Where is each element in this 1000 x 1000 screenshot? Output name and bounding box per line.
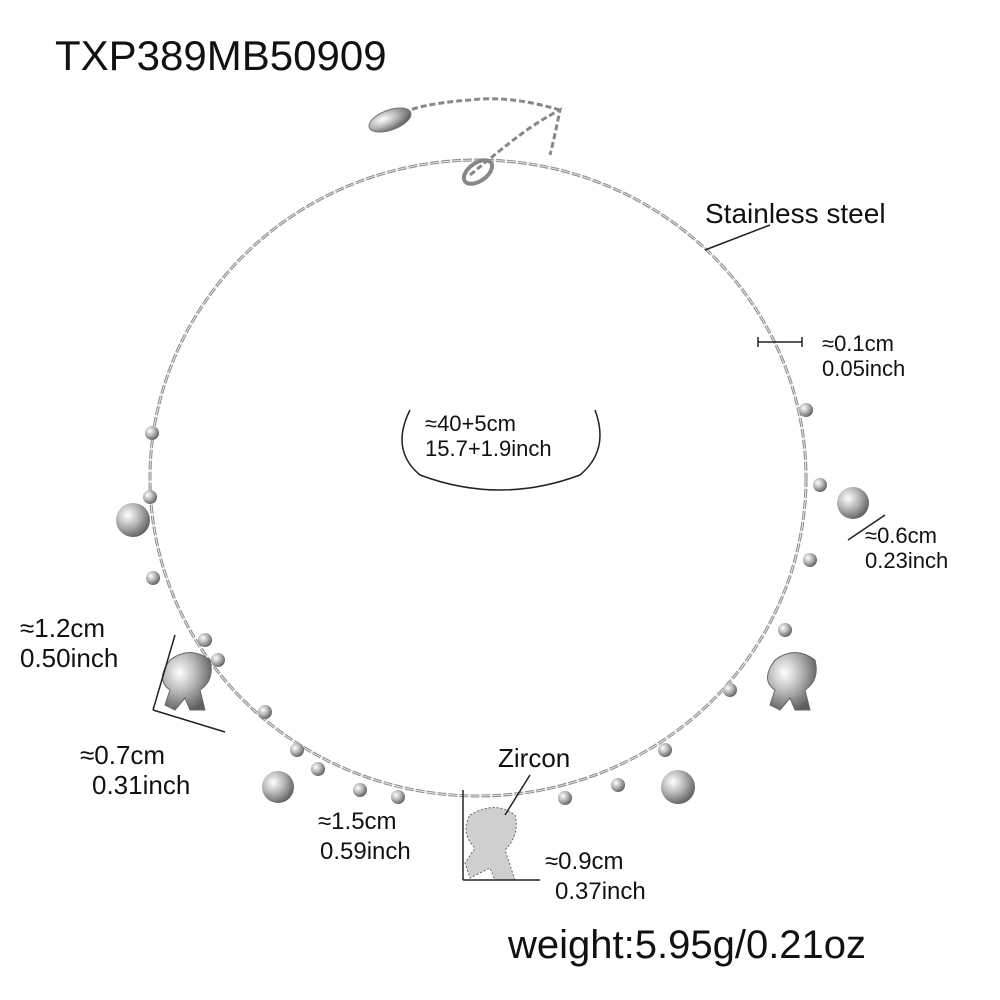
bell-size-cm: ≈0.6cm [865,523,937,548]
chain-width-inch: 0.05inch [822,356,906,381]
bell-size-inch: 0.23inch [865,548,949,573]
product-code: TXP389MB50909 [55,32,387,79]
chain-bead [799,403,813,417]
extender-chain [368,97,563,186]
chain-bead [198,633,212,647]
bell-charms [116,487,869,804]
weight-label: weight:5.95g/0.21oz [508,923,867,967]
dog-charms [162,652,817,711]
zircon-height-inch: 0.59inch [320,838,411,865]
chain-bead [290,743,304,757]
chain [148,158,808,798]
chain-bead [813,478,827,492]
chain-bead [145,426,159,440]
chain-bead [778,623,792,637]
chain-bead [803,553,817,567]
zircon-dog-charm [464,807,517,881]
length-inch: 15.7+1.9inch [425,436,552,461]
chain-bead [558,791,572,805]
dog-height-inch: 0.50inch [20,643,119,673]
chain-bead [723,683,737,697]
dog-width-inch: 0.31inch [92,770,191,800]
chain-bead [211,653,225,667]
chain-bead [391,790,405,804]
zircon-width-inch: 0.37inch [555,878,646,905]
chain-bead [146,571,160,585]
zircon-height-cm: ≈1.5cm [318,808,397,835]
chain-bead [143,490,157,504]
dog-width-cm: ≈0.7cm [80,740,166,770]
chain-bead [611,778,625,792]
chain-bead [658,743,672,757]
chain-bead [311,762,325,776]
dog-height-cm: ≈1.2cm [20,613,106,643]
zircon-width-cm: ≈0.9cm [545,848,624,875]
chain-material-label: Stainless steel [705,198,886,229]
length-cm: ≈40+5cm [425,411,516,436]
chain-bead [353,783,367,797]
annotation-lines [152,224,886,881]
chain-width-cm: ≈0.1cm [822,331,894,356]
chain-bead [258,705,272,719]
zircon-label: Zircon [498,743,571,773]
